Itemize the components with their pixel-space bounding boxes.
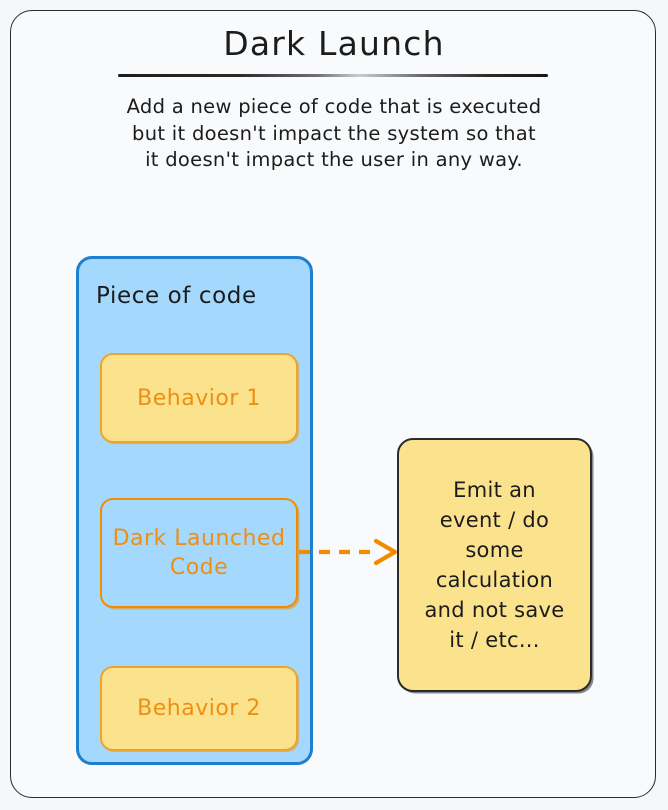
behavior-2-label: Behavior 2 (137, 696, 261, 721)
outcome-line-1: Emit an (453, 478, 536, 502)
title-divider (118, 74, 548, 77)
outcome-line-4: calculation (435, 568, 554, 592)
dashed-arrow-icon (299, 538, 398, 566)
behavior-1-label: Behavior 1 (137, 385, 261, 411)
description-line-1: Add a new piece of code that is executed (126, 95, 542, 118)
behavior-1-box: Behavior 1 (100, 353, 298, 443)
description-line-2: but it doesn't impact the system so that (132, 121, 536, 145)
description-text: Add a new piece of code that is executed… (60, 94, 608, 174)
container-label: Piece of code (96, 283, 257, 309)
outcome-line-2: event / do (439, 508, 550, 532)
behavior-2-box: Behavior 2 (100, 666, 298, 751)
dark-launched-code-label: Dark Launched Code (112, 526, 286, 580)
outcome-line-3: some (465, 538, 524, 562)
page-title: Dark Launch (223, 24, 445, 63)
outcome-line-6: it / etc... (449, 628, 540, 652)
description-line-3: it doesn't impact the user in any way. (145, 148, 523, 171)
outcome-text: Emit an event / do some calculation and … (399, 475, 590, 655)
outcome-line-5: and not save (424, 598, 565, 622)
piece-of-code-container: Piece of code Behavior 1 Dark Launched C… (76, 256, 313, 765)
dark-launched-code-box: Dark Launched Code (100, 498, 298, 608)
outcome-box: Emit an event / do some calculation and … (397, 438, 592, 692)
